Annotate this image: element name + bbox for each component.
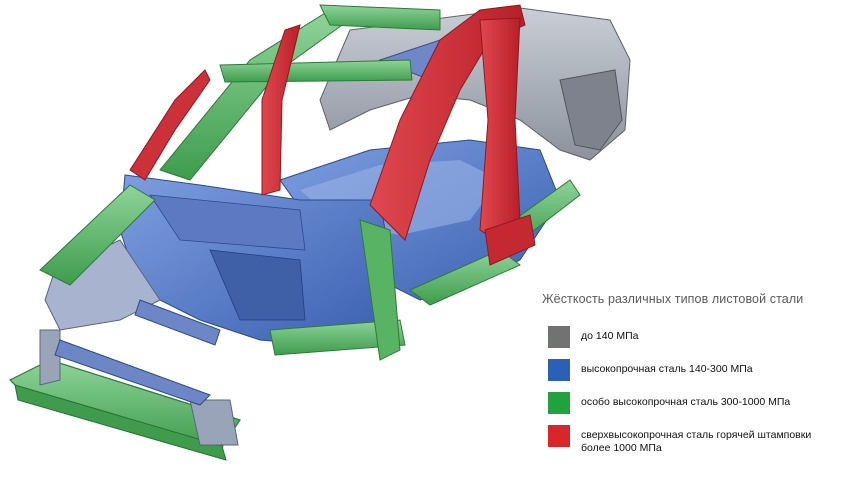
legend-label-blue: высокопрочная сталь 140-300 МПа <box>581 363 753 375</box>
legend-swatch-blue <box>548 359 570 381</box>
legend-label-red-line1: сверхвысокопрочная сталь горячей штампов… <box>581 429 812 441</box>
steel-legend: Жёсткость различных типов листовой стали… <box>540 292 860 466</box>
legend-item-green: особо высокопрочная сталь 300-1000 МПа <box>540 392 860 414</box>
legend-swatch-gray <box>548 326 570 348</box>
red-pillars <box>129 4 536 266</box>
front-bumper-beam <box>8 299 241 461</box>
legend-swatch-red <box>548 425 570 447</box>
front-structure <box>44 174 391 346</box>
legend-swatch-green <box>548 392 570 414</box>
legend-title: Жёсткость различных типов листовой стали <box>542 292 804 306</box>
legend-label-green: особо высокопрочная сталь 300-1000 МПа <box>581 396 791 408</box>
legend-item-gray: до 140 МПа <box>540 326 860 348</box>
legend-item-blue: высокопрочная сталь 140-300 МПа <box>540 359 860 381</box>
legend-label-red: сверхвысокопрочная сталь горячей штампов… <box>581 429 811 455</box>
green-reinforcements <box>39 4 581 361</box>
legend-label-gray: до 140 МПа <box>581 330 639 342</box>
legend-label-red-line2: более 1000 МПа <box>581 442 662 454</box>
legend-item-red: сверхвысокопрочная сталь горячей штампов… <box>540 425 860 455</box>
